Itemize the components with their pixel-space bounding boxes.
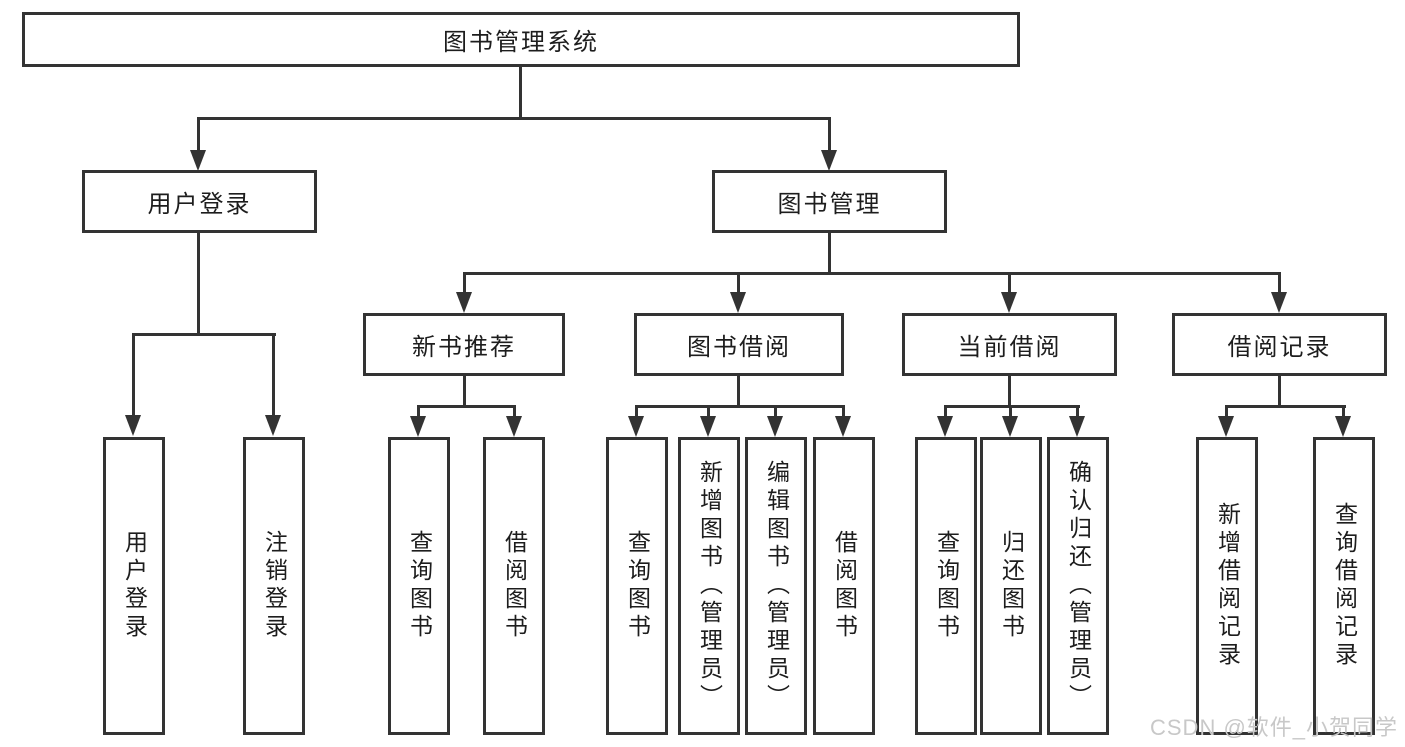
arrow-down-icon bbox=[767, 416, 783, 437]
connector-line bbox=[1076, 405, 1079, 418]
leaf-borrow-edit-book: 编辑图书（管理员） bbox=[745, 437, 807, 735]
leaf-borrow-query: 查询图书 bbox=[606, 437, 668, 735]
connector-line bbox=[842, 405, 845, 418]
connector-line bbox=[417, 405, 420, 418]
connector-line bbox=[463, 272, 466, 295]
arrow-down-icon bbox=[1271, 292, 1287, 313]
leaf-current-return-label: 归还图书 bbox=[998, 530, 1025, 642]
arrow-down-icon bbox=[730, 292, 746, 313]
connector-line bbox=[132, 333, 135, 417]
connector-line bbox=[1009, 405, 1012, 418]
node-root: 图书管理系统 bbox=[22, 12, 1020, 67]
arrow-down-icon bbox=[190, 150, 206, 171]
connector-line bbox=[1225, 405, 1228, 418]
arrow-down-icon bbox=[265, 415, 281, 436]
connector-line bbox=[828, 232, 831, 275]
arrow-down-icon bbox=[1218, 416, 1234, 437]
leaf-borrow-add-book-label: 新增图书（管理员） bbox=[696, 460, 723, 712]
leaf-logout-label: 注销登录 bbox=[261, 530, 288, 642]
connector-line bbox=[1225, 405, 1346, 408]
leaf-borrow-book: 借阅图书 bbox=[813, 437, 875, 735]
connector-line bbox=[828, 117, 831, 154]
leaf-logout: 注销登录 bbox=[243, 437, 305, 735]
connector-line bbox=[417, 405, 515, 408]
node-borrow-record-label: 借阅记录 bbox=[1227, 334, 1332, 361]
arrow-down-icon bbox=[125, 415, 141, 436]
connector-line bbox=[197, 232, 200, 335]
arrow-down-icon bbox=[628, 416, 644, 437]
connector-line bbox=[635, 405, 845, 408]
leaf-borrow-edit-book-label: 编辑图书（管理员） bbox=[763, 460, 790, 712]
leaf-newbook-borrow-label: 借阅图书 bbox=[501, 530, 528, 642]
connector-line bbox=[513, 405, 516, 418]
arrow-down-icon bbox=[1002, 416, 1018, 437]
connector-line bbox=[774, 405, 777, 418]
connector-line bbox=[737, 375, 740, 407]
leaf-newbook-query: 查询图书 bbox=[388, 437, 450, 735]
arrow-down-icon bbox=[410, 416, 426, 437]
node-root-label: 图书管理系统 bbox=[443, 29, 599, 56]
leaf-user-login-label: 用户登录 bbox=[121, 530, 148, 642]
leaf-user-login: 用户登录 bbox=[103, 437, 165, 735]
node-new-book-recommend: 新书推荐 bbox=[363, 313, 565, 376]
arrow-down-icon bbox=[700, 416, 716, 437]
arrow-down-icon bbox=[821, 150, 837, 171]
leaf-record-add-label: 新增借阅记录 bbox=[1214, 502, 1241, 670]
connector-line bbox=[944, 405, 947, 418]
leaf-current-confirm-return: 确认归还（管理员） bbox=[1047, 437, 1109, 735]
connector-line bbox=[519, 65, 522, 120]
csdn-watermark: CSDN @软件_小贺同学 bbox=[1150, 715, 1399, 740]
arrow-down-icon bbox=[1001, 292, 1017, 313]
leaf-current-return: 归还图书 bbox=[980, 437, 1042, 735]
arrow-down-icon bbox=[456, 292, 472, 313]
arrow-down-icon bbox=[1335, 416, 1351, 437]
connector-line bbox=[1008, 272, 1011, 295]
connector-line bbox=[463, 375, 466, 407]
leaf-record-query: 查询借阅记录 bbox=[1313, 437, 1375, 735]
node-borrow-record: 借阅记录 bbox=[1172, 313, 1387, 376]
leaf-current-query-label: 查询图书 bbox=[933, 530, 960, 642]
leaf-newbook-borrow: 借阅图书 bbox=[483, 437, 545, 735]
leaf-record-add: 新增借阅记录 bbox=[1196, 437, 1258, 735]
leaf-borrow-book-label: 借阅图书 bbox=[831, 530, 858, 642]
arrow-down-icon bbox=[937, 416, 953, 437]
connector-line bbox=[944, 405, 1080, 408]
node-book-borrow: 图书借阅 bbox=[634, 313, 844, 376]
arrow-down-icon bbox=[506, 416, 522, 437]
leaf-current-confirm-return-label: 确认归还（管理员） bbox=[1065, 460, 1092, 712]
arrow-down-icon bbox=[1069, 416, 1085, 437]
connector-line bbox=[1008, 375, 1011, 407]
node-user-login-label: 用户登录 bbox=[147, 191, 252, 218]
node-book-management: 图书管理 bbox=[712, 170, 947, 233]
connector-line bbox=[1342, 405, 1345, 418]
node-book-management-label: 图书管理 bbox=[777, 191, 882, 218]
connector-line bbox=[707, 405, 710, 418]
node-new-book-recommend-label: 新书推荐 bbox=[412, 334, 516, 361]
connector-line bbox=[635, 405, 638, 418]
node-current-borrow: 当前借阅 bbox=[902, 313, 1117, 376]
leaf-current-query: 查询图书 bbox=[915, 437, 977, 735]
arrow-down-icon bbox=[835, 416, 851, 437]
connector-line bbox=[197, 117, 831, 120]
leaf-newbook-query-label: 查询图书 bbox=[406, 530, 433, 642]
connector-line bbox=[737, 272, 740, 295]
node-current-borrow-label: 当前借阅 bbox=[957, 334, 1062, 361]
connector-line bbox=[132, 333, 276, 336]
node-user-login: 用户登录 bbox=[82, 170, 317, 233]
connector-line bbox=[1278, 375, 1281, 407]
connector-line bbox=[463, 272, 1281, 275]
connector-line bbox=[197, 117, 200, 154]
leaf-borrow-query-label: 查询图书 bbox=[624, 530, 651, 642]
leaf-borrow-add-book: 新增图书（管理员） bbox=[678, 437, 740, 735]
connector-line bbox=[1278, 272, 1281, 295]
leaf-record-query-label: 查询借阅记录 bbox=[1331, 502, 1358, 670]
connector-line bbox=[272, 333, 275, 417]
node-book-borrow-label: 图书借阅 bbox=[687, 334, 791, 361]
